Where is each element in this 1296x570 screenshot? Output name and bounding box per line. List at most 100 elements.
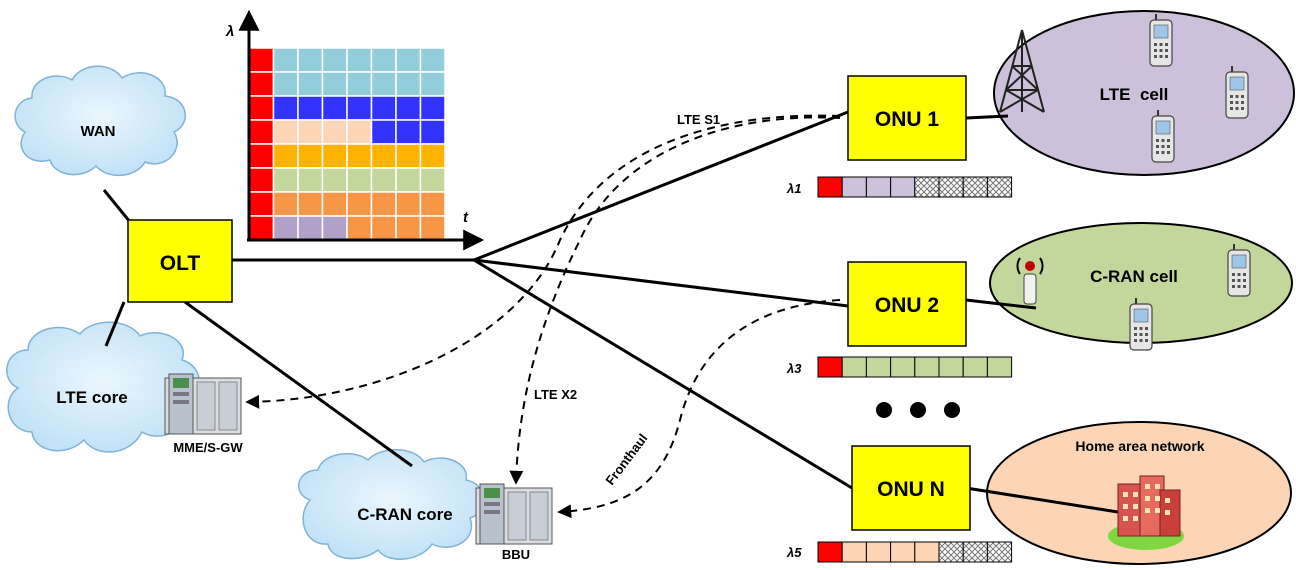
grid-cell — [419, 167, 446, 193]
grid-cell — [346, 143, 373, 169]
onu2-node[interactable]: ONU 2 — [847, 261, 967, 347]
grid-cell — [370, 215, 397, 241]
slot-cell — [865, 356, 892, 378]
x2-link-label: LTE X2 — [534, 387, 577, 402]
grid-cell — [248, 191, 275, 217]
grid-cell — [419, 143, 446, 169]
grid-cell — [419, 191, 446, 217]
lte-tower-icon — [999, 29, 1045, 113]
grid-cell — [248, 167, 275, 193]
lte-core-label: LTE core — [56, 388, 127, 407]
grid-cell — [395, 71, 422, 97]
grid-cell — [272, 167, 299, 193]
phone-icon — [1129, 298, 1153, 351]
grid-cell — [395, 191, 422, 217]
grid-cell — [297, 119, 324, 145]
slot-cell — [938, 176, 964, 198]
fiber-links — [102, 110, 1119, 514]
slot-cell — [914, 541, 940, 563]
slot-cell — [890, 356, 916, 378]
grid-cell — [346, 119, 373, 145]
building-icon — [1108, 475, 1184, 550]
slot-cell — [865, 541, 892, 563]
olt-label: OLT — [160, 252, 201, 275]
grid-cell — [395, 215, 422, 241]
time-axis-label: t — [463, 209, 469, 226]
grid-cell — [370, 191, 397, 217]
grid-cell — [248, 71, 275, 97]
phone-icon — [1227, 244, 1251, 297]
home-network-label: Home area network — [1075, 438, 1204, 454]
grid-cell — [419, 215, 446, 241]
slot-cell — [962, 356, 988, 378]
olt-node[interactable]: OLT — [127, 219, 233, 303]
grid-cell — [321, 71, 348, 97]
slot-cell — [938, 541, 964, 563]
logical-links — [245, 114, 841, 519]
grid-cell — [419, 95, 446, 121]
grid-cell — [395, 47, 422, 73]
mme-server-icon — [164, 373, 242, 435]
grid-cell — [370, 95, 397, 121]
grid-cell — [248, 47, 275, 73]
bbu-server-icon — [475, 483, 553, 545]
grid-cell — [272, 95, 299, 121]
rrh-antenna-icon — [1016, 257, 1044, 305]
grid-cell — [346, 191, 373, 217]
fronthaul-link-label: Fronthaul — [602, 431, 650, 488]
grid-cell — [395, 119, 422, 145]
grid-cell — [321, 47, 348, 73]
bbu-label: BBU — [502, 547, 530, 562]
grid-cell — [297, 191, 324, 217]
grid-cell — [297, 215, 324, 241]
slot-cell — [890, 541, 916, 563]
grid-cell — [346, 215, 373, 241]
lambda5-label: λ5 — [786, 545, 802, 560]
grid-cell — [272, 215, 299, 241]
lambda-axis-label: λ — [225, 23, 234, 40]
onuN-node[interactable]: ONU N — [851, 445, 971, 531]
grid-cell — [419, 71, 446, 97]
slot-cell — [914, 356, 940, 378]
grid-cell — [370, 71, 397, 97]
grid-cell — [395, 167, 422, 193]
slot-cell — [986, 541, 1013, 563]
lambda3-label: λ3 — [786, 361, 802, 376]
slot-cell — [986, 176, 1013, 198]
grid-cell — [297, 167, 324, 193]
grid-cell — [248, 215, 275, 241]
grid-cell — [248, 143, 275, 169]
slot-cell — [841, 176, 867, 198]
more-onus-dots — [876, 402, 960, 418]
grid-cell — [248, 119, 275, 145]
grid-cell — [370, 119, 397, 145]
grid-cell — [370, 167, 397, 193]
phone-icon — [1225, 66, 1249, 119]
grid-cell — [321, 215, 348, 241]
grid-cell — [321, 119, 348, 145]
slot-cell — [914, 176, 940, 198]
grid-cell — [395, 143, 422, 169]
grid-cell — [248, 95, 275, 121]
wavelength-time-grid: λ t — [225, 9, 485, 251]
grid-cell — [272, 47, 299, 73]
grid-cell — [346, 95, 373, 121]
onu1-node[interactable]: ONU 1 — [847, 75, 967, 161]
grid-cell — [346, 167, 373, 193]
grid-cell — [419, 47, 446, 73]
phone-icon — [1151, 110, 1175, 163]
grid-cell — [272, 119, 299, 145]
slot-cell — [817, 541, 843, 563]
lte-cell-label: LTE cell — [1100, 85, 1169, 104]
grid-cell — [346, 71, 373, 97]
slot-cell — [962, 176, 988, 198]
cran-core-label: C-RAN core — [357, 505, 452, 524]
slot-cell — [841, 356, 867, 378]
grid-cell — [272, 71, 299, 97]
grid-cell — [321, 95, 348, 121]
grid-cell — [297, 143, 324, 169]
onu1-label: ONU 1 — [875, 108, 940, 131]
onu2-label: ONU 2 — [875, 294, 939, 317]
